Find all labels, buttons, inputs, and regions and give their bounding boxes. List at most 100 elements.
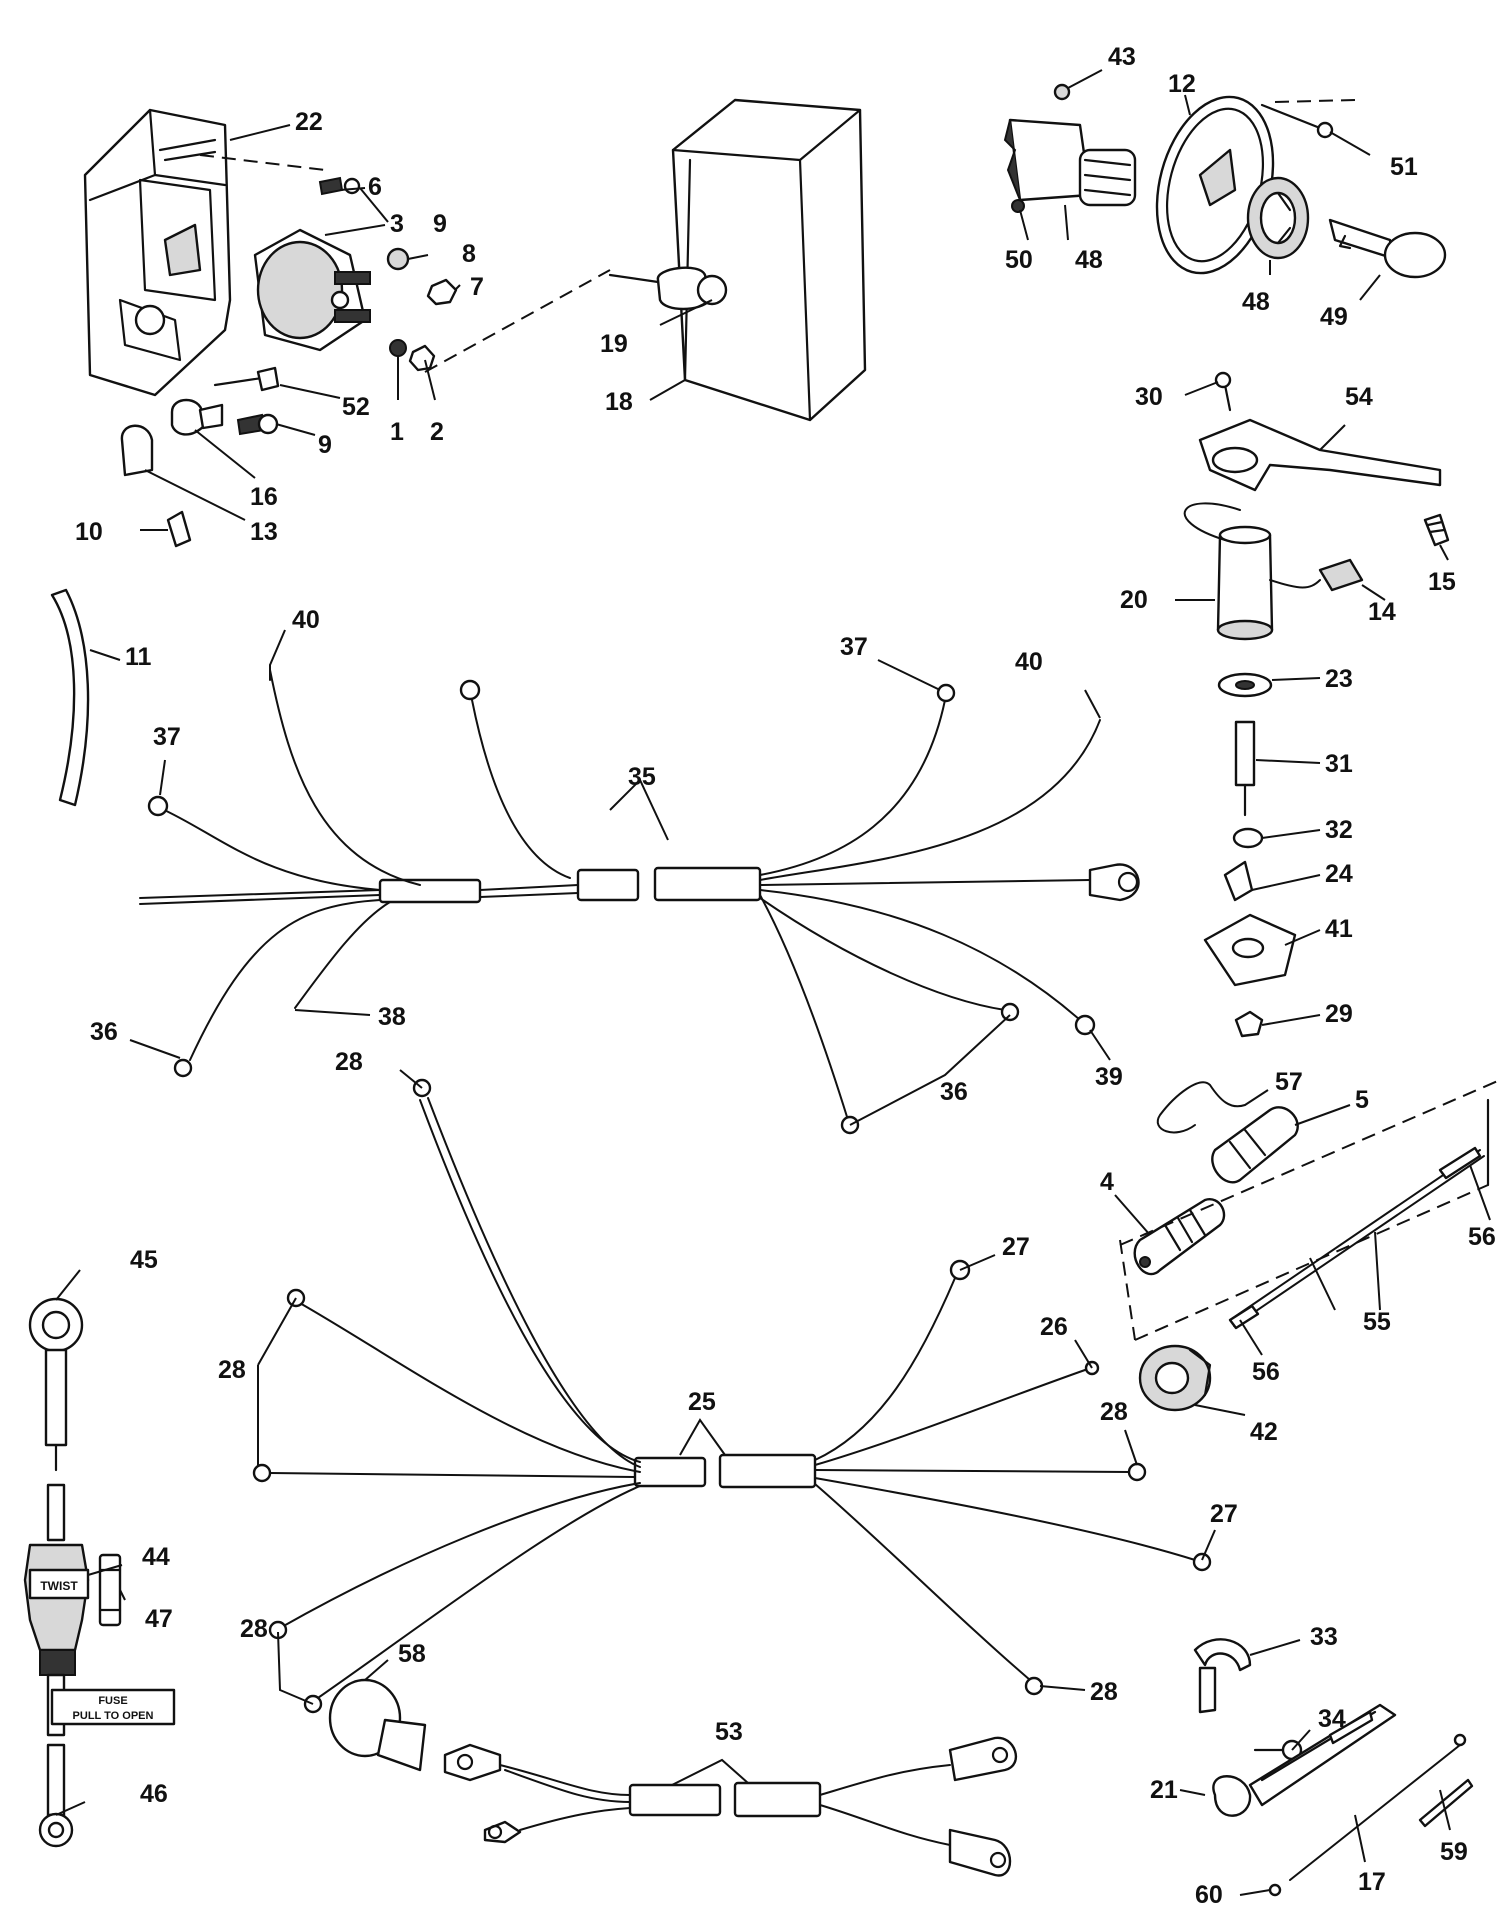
callout: 45 [130,1246,158,1274]
callout: 52 [342,393,370,421]
callout: 47 [145,1605,173,1633]
callout: 37 [153,723,181,751]
callout: 44 [142,1543,170,1571]
callout: 58 [398,1640,426,1668]
callouts-battery-cable: 58 53 [398,1640,743,1746]
callout: 28 [1090,1678,1118,1706]
callout: 54 [1345,383,1373,411]
callout: 2 [430,418,444,446]
callout: 55 [1363,1308,1391,1336]
callout: 40 [292,606,320,634]
ignition-switch-assembly [1003,83,1447,279]
fuse-group [1119,1079,1500,1412]
callout: 17 [1358,1868,1386,1896]
callout: 39 [1095,1063,1123,1091]
callout: 6 [368,173,382,201]
callout: 7 [470,273,484,301]
callout: 30 [1135,383,1163,411]
fuse-5 [1211,1106,1299,1184]
callouts-top-right: 43 12 51 50 48 48 49 30 54 15 20 14 23 3… [1005,43,1456,1028]
callout: 24 [1325,860,1353,888]
callout: 57 [1275,1068,1303,1096]
fuse-tag-line2: PULL TO OPEN [73,1710,154,1722]
callout: 48 [1075,246,1103,274]
callout: 27 [1210,1500,1238,1528]
callout: 31 [1325,750,1353,778]
callout: 9 [318,431,332,459]
callout: 12 [1168,70,1196,98]
inline-fuse-holder: TWIST FUSE PULL TO OPEN [23,1297,176,1848]
bracket-54 [1198,418,1442,492]
callout: 41 [1325,915,1353,943]
callout: 21 [1150,1776,1178,1804]
callout: 20 [1120,586,1148,614]
callout: 35 [628,763,656,791]
callout: 49 [1320,303,1348,331]
callouts-top-left: 22 6 3 9 8 7 52 1 2 9 16 13 10 19 18 [75,108,633,546]
fuse-tag [50,1688,176,1726]
callout: 36 [90,1018,118,1046]
sleeve-10 [166,510,192,548]
callouts-fuse-holder: 45 44 47 46 [130,1246,173,1808]
callout: 48 [1242,288,1270,316]
condenser-20 [1216,533,1274,632]
callout: 50 [1005,246,1033,274]
wire-harness-25 [252,1078,1212,1714]
callout: 56 [1252,1358,1280,1386]
twist-label: TWIST [40,1579,78,1593]
callout: 29 [1325,1000,1353,1028]
callout: 28 [1100,1398,1128,1426]
control-box-assembly [83,108,611,548]
eye-terminal-37-right [1088,863,1140,902]
callout: 4 [1100,1168,1114,1196]
battery-cable-53 [328,1678,1017,1877]
callout: 25 [688,1388,716,1416]
callout: 38 [378,1003,406,1031]
ignition-key [1328,218,1394,260]
callout: 9 [433,210,447,238]
callout: 22 [295,108,323,136]
callout: 28 [335,1048,363,1076]
callout: 56 [1468,1223,1496,1251]
callout: 28 [240,1615,268,1643]
callouts-choke: 33 34 21 17 59 60 [1150,1623,1468,1909]
hose-11 [50,588,90,807]
callout: 42 [1250,1418,1278,1446]
ignition-switch [1008,118,1092,202]
callout: 5 [1355,1086,1369,1114]
callout: 13 [250,518,278,546]
callout: 37 [840,633,868,661]
callout: 33 [1310,1623,1338,1651]
callout: 14 [1368,598,1396,626]
callout: 26 [1040,1313,1068,1341]
callout: 28 [218,1356,246,1384]
callout: 11 [125,643,152,671]
spring-57 [1156,1081,1246,1134]
callout: 34 [1318,1705,1346,1733]
callouts-harness-25: 28 27 26 28 25 28 27 28 28 [218,1048,1238,1706]
callout: 1 [390,418,404,446]
pin-31 [1234,720,1256,787]
callout: 18 [605,388,633,416]
callout: 43 [1108,43,1136,71]
callout: 10 [75,518,103,546]
callout: 23 [1325,665,1353,693]
callout: 16 [250,483,278,511]
control-box-cover [608,98,867,422]
fuse-tag-line1: FUSE [98,1695,127,1707]
callouts-harness-35: 11 40 37 35 37 40 36 38 39 36 [90,606,1123,1106]
callout: 8 [462,240,476,268]
callout: 53 [715,1718,743,1746]
leader-lines [55,69,1491,1896]
callout: 60 [1195,1881,1223,1909]
callout: 51 [1390,153,1418,181]
callout: 46 [140,1780,168,1808]
callout: 19 [600,330,628,358]
condenser-stack [1183,371,1450,1038]
callout: 40 [1015,648,1043,676]
callout: 27 [1002,1233,1030,1261]
fuse-cap-4 [1133,1198,1226,1276]
choke-assembly [1193,1638,1474,1897]
wire-harness-35 [50,588,1140,1135]
